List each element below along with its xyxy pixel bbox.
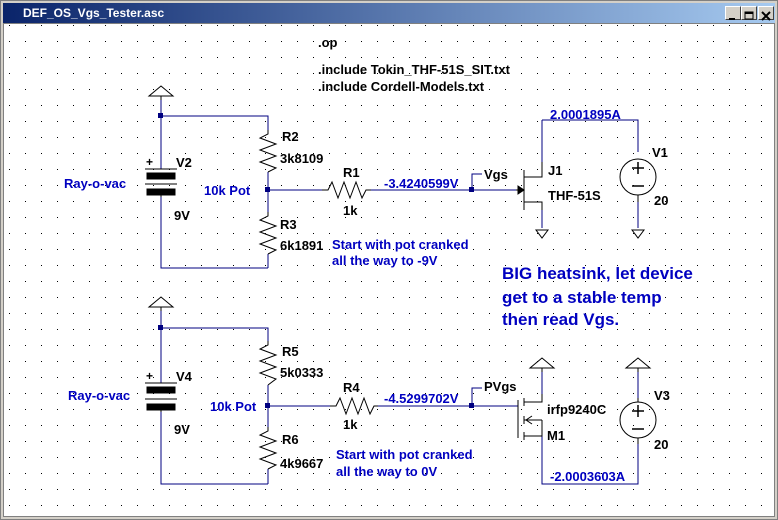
heatsink-note-3[interactable]: then read Vgs.	[502, 310, 619, 329]
window-title: DEF_OS_Vgs_Tester.asc	[23, 6, 165, 20]
top-note-2[interactable]: all the way to -9V	[332, 253, 438, 268]
include-directive-2[interactable]: .include Cordell-Models.txt	[318, 79, 485, 94]
junction-dot	[158, 325, 163, 330]
include-directive-1[interactable]: .include Tokin_THF-51S_SIT.txt	[318, 62, 511, 77]
v3-name[interactable]: V3	[654, 388, 670, 403]
heatsink-note-2[interactable]: get to a stable temp	[502, 288, 662, 307]
pvgs-net-label[interactable]: PVgs	[484, 379, 517, 394]
r1-value[interactable]: 1k	[343, 203, 358, 218]
minimize-button[interactable]	[725, 6, 741, 20]
top-note-1[interactable]: Start with pot cranked	[332, 237, 469, 252]
title-bar[interactable]: DEF_OS_Vgs_Tester.asc	[3, 3, 775, 23]
voltage-source-v3[interactable]	[619, 398, 657, 444]
j1-model[interactable]: THF-51S	[548, 188, 601, 203]
junction-dot	[469, 187, 474, 192]
resistor-r6[interactable]	[258, 427, 278, 470]
bottom-circuit: + V4 9V Ray-o-vac R5 5k0333 R6 4k9667 10…	[68, 296, 670, 485]
close-button[interactable]	[758, 6, 774, 21]
r5-name[interactable]: R5	[282, 344, 299, 359]
schematic-canvas[interactable]: .op .include Tokin_THF-51S_SIT.txt .incl…	[3, 23, 775, 517]
bottom-pot-label[interactable]: 10k Pot	[210, 399, 257, 414]
resistor-r2[interactable]	[258, 130, 278, 173]
resistor-r3[interactable]	[258, 212, 278, 255]
junction-dot	[265, 403, 270, 408]
top-rail-symbol	[147, 85, 175, 100]
battery-v2[interactable]: +	[145, 155, 177, 197]
bottom-wires[interactable]	[160, 311, 639, 485]
r3-value[interactable]: 6k1891	[280, 238, 323, 253]
m1-model[interactable]: irfp9240C	[547, 402, 607, 417]
heatsink-note-1[interactable]: BIG heatsink, let device	[502, 264, 693, 283]
r4-name[interactable]: R4	[343, 380, 360, 395]
plus-icon: +	[146, 155, 153, 169]
jfet-j1[interactable]	[516, 162, 543, 210]
v3-value[interactable]: 20	[654, 437, 668, 452]
top-circuit: + V2 9V Ray-o-vac R2 3k8109 R3 6k1891 10…	[64, 85, 668, 269]
junction-dot	[265, 187, 270, 192]
op-directive[interactable]: .op	[318, 35, 338, 50]
top-rail-symbol	[147, 296, 652, 372]
bottom-note-2[interactable]: all the way to 0V	[336, 464, 437, 479]
bottom-note-1[interactable]: Start with pot cranked	[336, 447, 473, 462]
top-pot-label[interactable]: 10k Pot	[204, 183, 251, 198]
top-node-voltage[interactable]: -3.4240599V	[384, 176, 459, 191]
grid-dots	[4, 24, 774, 516]
maximize-button[interactable]	[741, 6, 757, 20]
vgs-net-label[interactable]: Vgs	[484, 167, 508, 182]
voltage-source-v1[interactable]	[619, 158, 657, 202]
top-current[interactable]: 2.0001895A	[550, 107, 621, 122]
junction-dot	[158, 113, 163, 118]
resistor-r5[interactable]	[258, 341, 278, 386]
v4-value[interactable]: 9V	[174, 422, 190, 437]
battery-v4[interactable]: +	[145, 369, 177, 412]
v2-name[interactable]: V2	[176, 155, 192, 170]
j1-name[interactable]: J1	[548, 163, 562, 178]
mosfet-m1[interactable]	[517, 394, 543, 440]
v2-label[interactable]: Ray-o-vac	[64, 176, 126, 191]
v4-label[interactable]: Ray-o-vac	[68, 388, 130, 403]
ground-symbol	[535, 229, 645, 239]
v4-name[interactable]: V4	[176, 369, 193, 384]
v1-value[interactable]: 20	[654, 193, 668, 208]
v1-name[interactable]: V1	[652, 145, 668, 160]
r6-value[interactable]: 4k9667	[280, 456, 323, 471]
resistor-r4[interactable]	[330, 396, 378, 416]
junction-dot	[469, 403, 474, 408]
r3-name[interactable]: R3	[280, 217, 297, 232]
bottom-current[interactable]: -2.0003603A	[550, 469, 626, 484]
r2-name[interactable]: R2	[282, 129, 299, 144]
r5-value[interactable]: 5k0333	[280, 365, 323, 380]
r4-value[interactable]: 1k	[343, 417, 358, 432]
plus-icon: +	[146, 369, 153, 383]
r2-value[interactable]: 3k8109	[280, 151, 323, 166]
r1-name[interactable]: R1	[343, 165, 360, 180]
r6-name[interactable]: R6	[282, 432, 299, 447]
v2-value[interactable]: 9V	[174, 208, 190, 223]
m1-name[interactable]: M1	[547, 428, 565, 443]
top-wires[interactable]	[160, 100, 639, 269]
resistor-r1[interactable]	[322, 180, 371, 200]
bottom-node-voltage[interactable]: -4.5299702V	[384, 391, 459, 406]
